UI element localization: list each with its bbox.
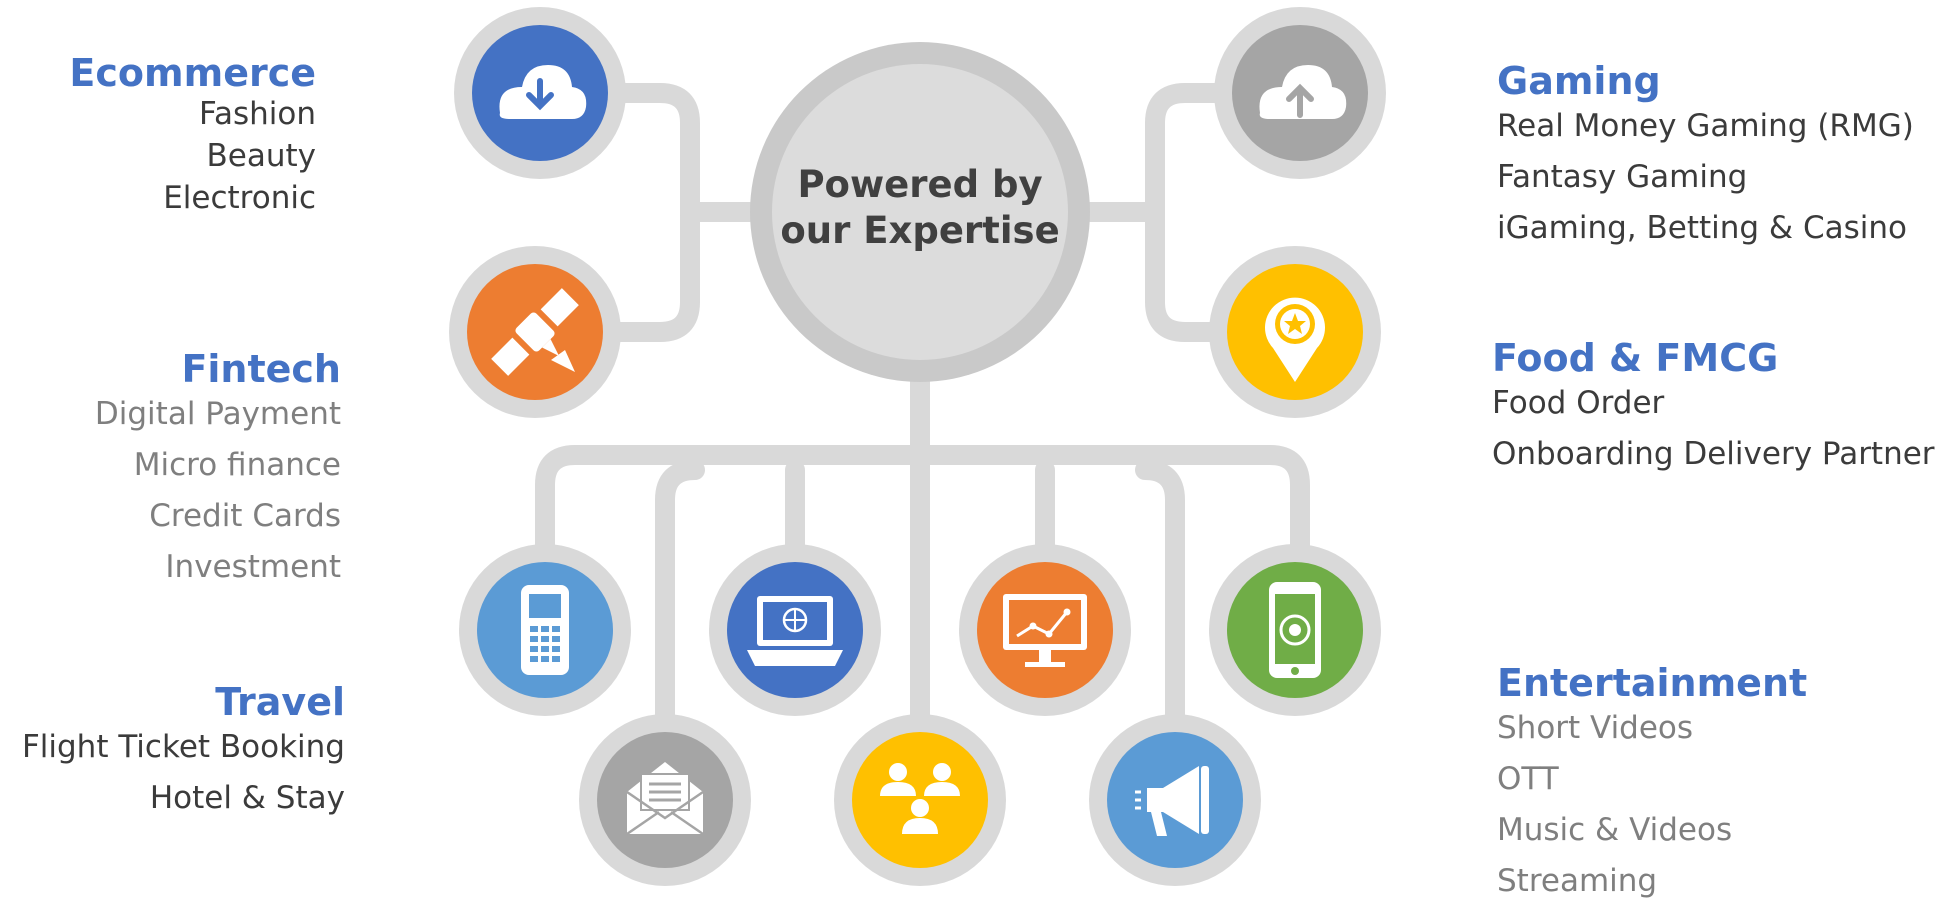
list-item: Micro finance [133, 447, 341, 483]
center-title-line2: our Expertise [780, 209, 1060, 252]
team-icon [834, 714, 1006, 886]
list-item: Hotel & Stay [149, 780, 345, 816]
group-title-travel: Travel [215, 680, 345, 724]
envelope-icon [579, 714, 751, 886]
list-item: Flight Ticket Booking [21, 729, 345, 765]
megaphone-icon [1089, 714, 1261, 886]
map-pin-star-icon [1209, 246, 1381, 418]
cloud-upload-icon [1214, 7, 1386, 179]
list-item: Real Money Gaming (RMG) [1497, 108, 1914, 144]
mobile-phone-icon [459, 544, 631, 716]
list-item: Beauty [206, 138, 316, 174]
group-title-entertainment: Entertainment [1497, 661, 1808, 705]
monitor-chart-icon [959, 544, 1131, 716]
laptop-globe-icon [709, 544, 881, 716]
center-circle [750, 42, 1090, 382]
connector-lines [535, 83, 1310, 740]
group-food: Food & FMCG Food Order Onboarding Delive… [1492, 338, 1935, 480]
smartphone-target-icon [1209, 544, 1381, 716]
group-entertainment: Entertainment Short Videos OTT Music & V… [1497, 663, 1807, 907]
group-title-gaming: Gaming [1497, 59, 1661, 103]
list-item: OTT [1497, 761, 1559, 797]
group-fintech: Fintech Digital Payment Micro finance Cr… [95, 349, 341, 593]
group-gaming: Gaming Real Money Gaming (RMG) Fantasy G… [1497, 61, 1914, 254]
list-item: Credit Cards [149, 498, 341, 534]
list-item: Fantasy Gaming [1497, 159, 1748, 195]
group-title-fintech: Fintech [181, 347, 341, 391]
group-ecommerce: Ecommerce Fashion Beauty Electronic [69, 53, 316, 219]
group-travel: Travel Flight Ticket Booking Hotel & Sta… [22, 682, 345, 824]
list-item: Fashion [198, 96, 316, 132]
list-item: Music & Videos [1497, 812, 1733, 848]
list-item: Streaming [1497, 863, 1658, 899]
list-item: Investment [165, 549, 341, 585]
list-item: Short Videos [1497, 710, 1694, 746]
list-item: Digital Payment [94, 396, 341, 432]
group-title-ecommerce: Ecommerce [69, 51, 316, 95]
list-item: Electronic [163, 180, 316, 216]
list-item: Onboarding Delivery Partner [1492, 436, 1935, 472]
list-item: Food Order [1492, 385, 1665, 421]
list-item: iGaming, Betting & Casino [1497, 210, 1907, 246]
center-title: Powered by our Expertise [775, 162, 1065, 254]
group-title-food: Food & FMCG [1492, 336, 1779, 380]
satellite-icon [449, 246, 621, 418]
center-title-line1: Powered by [797, 163, 1043, 206]
cloud-download-icon [454, 7, 626, 179]
